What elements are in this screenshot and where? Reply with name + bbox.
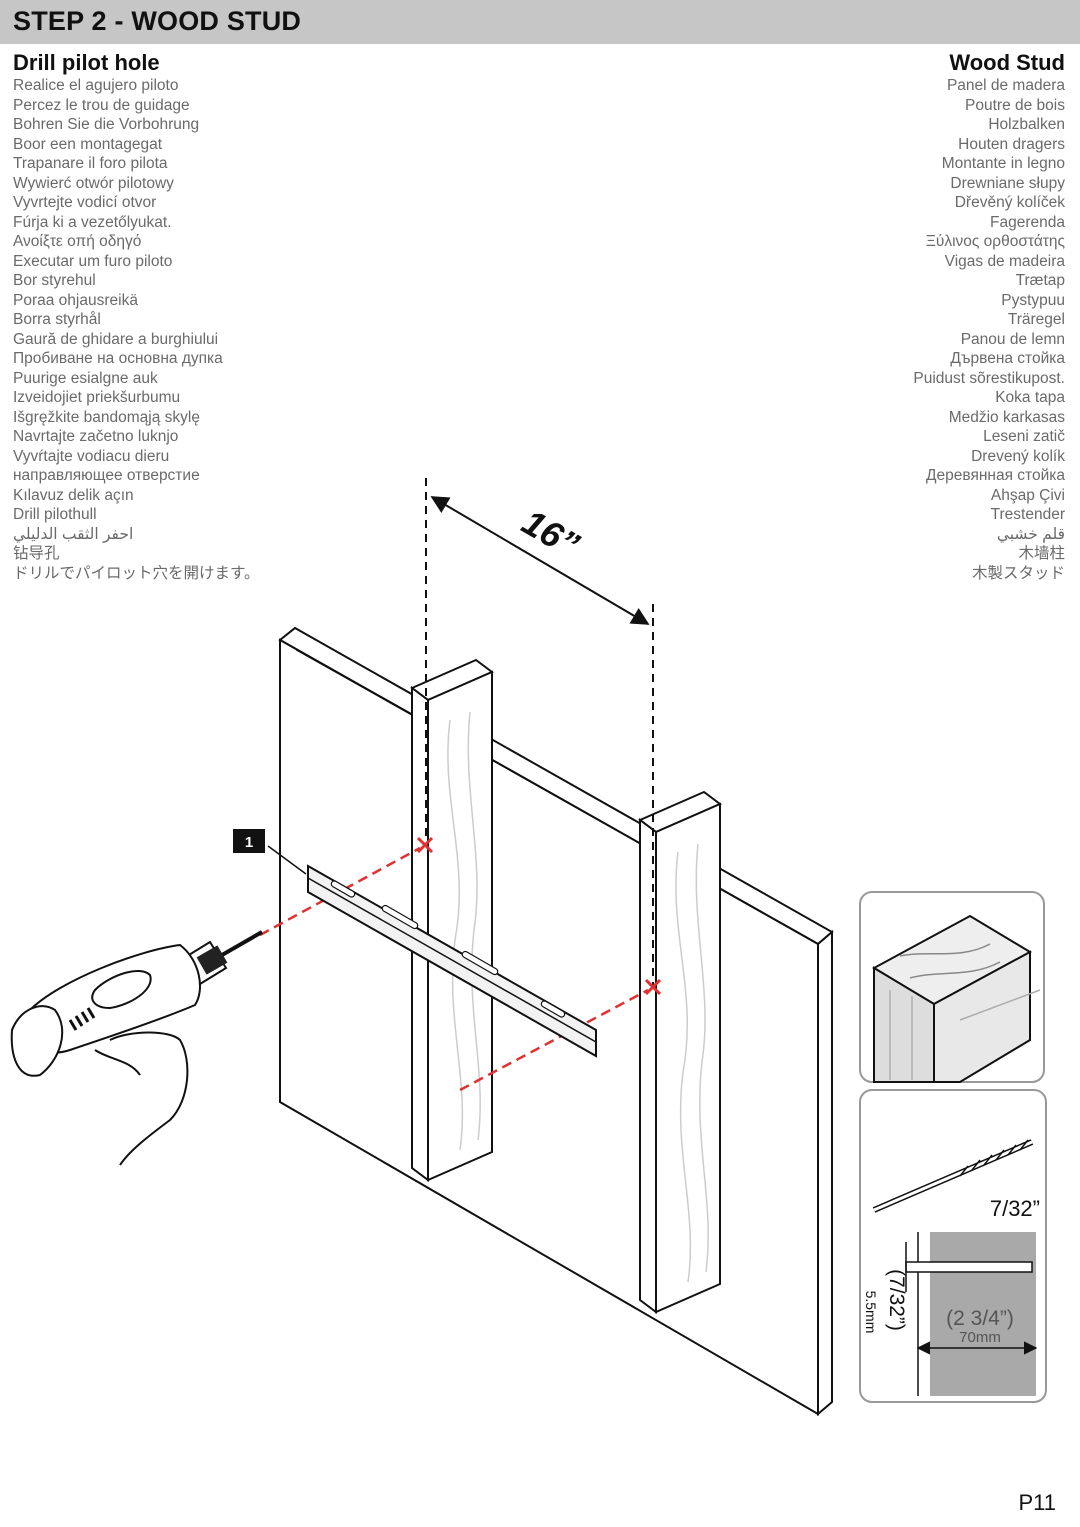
pilot-hole-section bbox=[905, 1261, 1033, 1273]
wood-stud-translation: Dřevěný kolíček bbox=[954, 194, 1065, 211]
drill-pilot-hole-column: Drill pilot hole Realice el agujero pilo… bbox=[13, 49, 473, 583]
drill-pilot-hole-translation: احفر الثقب الدليلي bbox=[13, 525, 134, 543]
drill-pilot-hole-translation: Executar um furo piloto bbox=[13, 252, 173, 270]
drill-pilot-hole-translation: Borra styrhål bbox=[13, 311, 101, 328]
wood-stud-translation: Holzbalken bbox=[988, 116, 1065, 133]
drill-pilot-hole-translation: Išgręžkite bandomąją skylę bbox=[13, 408, 200, 426]
wood-stud-translation: Poutre de bois bbox=[965, 96, 1065, 114]
drill-pilot-hole-translation: Пробиване на основна дупка bbox=[13, 350, 223, 367]
part-callout: 1 bbox=[233, 829, 307, 875]
pilot-hole-marker-left bbox=[416, 836, 434, 854]
drill-pilot-hole-translation: Wywierć otwór pilotowy bbox=[13, 174, 174, 192]
drill-pilot-hole-translation: Realice el agujero piloto bbox=[13, 77, 179, 94]
drill-bit-inset: 7/32” (2 3/4”) 70mm (7/32”) 5.5mm bbox=[859, 1089, 1047, 1403]
page-number: P11 bbox=[1018, 1490, 1056, 1515]
wood-stud-translation: Trætap bbox=[1015, 272, 1065, 289]
installation-diagram: 16” 1 bbox=[0, 470, 1080, 1430]
drill-pilot-hole-translation: Bohren Sie die Vorbohrung bbox=[13, 116, 200, 133]
wood-stud-translation: Panel de madera bbox=[946, 77, 1065, 94]
wood-stud-translation: Ξύλινος ορθοστάτης bbox=[925, 233, 1065, 250]
hole-depth-metric-label: 70mm bbox=[959, 1329, 1001, 1346]
wood-stud-translation: Pystypuu bbox=[1001, 291, 1065, 309]
drill-guide-lines bbox=[259, 836, 662, 1092]
drill-pilot-hole-translation: 钻导孔 bbox=[13, 545, 60, 562]
wood-stud-translation: Puidust sõrestikupost. bbox=[913, 369, 1065, 387]
drill-pilot-hole-translation: Drill pilothull bbox=[13, 506, 97, 523]
wood-stud-translation: 木製スタッド bbox=[971, 564, 1065, 582]
drill-pilot-hole-translation: Fúrja ki a vezetőlyukat. bbox=[13, 213, 172, 231]
wood-stud-translation: Drevený kolík bbox=[971, 447, 1065, 465]
drill-pilot-hole-translation: Puurige esialgne auk bbox=[13, 369, 158, 387]
installation-illustration: 16” 1 bbox=[10, 478, 1047, 1417]
drill-pilot-hole-translation: ドリルでパイロット穴を開けます。 bbox=[13, 564, 260, 582]
wood-stud-translation: Houten dragers bbox=[958, 135, 1065, 153]
drill-bit-icon bbox=[872, 1139, 1034, 1213]
wall-plate-bracket bbox=[307, 864, 597, 1058]
hole-diameter-imperial-label: (7/32”) bbox=[885, 1269, 908, 1331]
drill-pilot-hole-translation: Percez le trou de guidage bbox=[13, 96, 190, 114]
stud-cross-section bbox=[930, 1232, 1036, 1396]
wood-stud-translation: Medžio karkasas bbox=[948, 408, 1065, 426]
wood-stud-translation: Fagerenda bbox=[990, 213, 1065, 231]
hole-diameter-metric-label: 5.5mm bbox=[863, 1291, 879, 1334]
wood-stud-translation: Trestender bbox=[990, 506, 1065, 523]
wood-stud-left bbox=[410, 658, 494, 1182]
drill-pilot-hole-translation: Izveidojiet priekšurbumu bbox=[13, 389, 181, 406]
wood-stud-translation: Ahşap Çivi bbox=[990, 486, 1065, 504]
drill-pilot-hole-translation: Bor styrehul bbox=[13, 272, 96, 289]
drill-pilot-hole-translation: направляющее отверстие bbox=[13, 467, 200, 484]
wood-stud-translation: Drewniane słupy bbox=[950, 174, 1065, 192]
drill-pilot-hole-translation: Boor een montagegat bbox=[13, 135, 163, 153]
pilot-hole-marker-right bbox=[644, 978, 662, 996]
wood-stud-block-icon bbox=[871, 914, 1041, 1083]
stud-spacing-label: 16” bbox=[515, 501, 586, 566]
part-label-box bbox=[233, 829, 265, 853]
step-header-bar: STEP 2 - WOOD STUD bbox=[0, 0, 1080, 44]
drill-pilot-hole-translation: Gaură de ghidare a burghiului bbox=[13, 330, 219, 348]
wood-stud-translation: Koka tapa bbox=[995, 389, 1065, 406]
wood-stud-translation: قلم خشبي bbox=[996, 525, 1065, 543]
drill-bit-size-label: 7/32” bbox=[990, 1196, 1040, 1221]
power-drill-icon bbox=[10, 930, 263, 1166]
drill-pilot-hole-translation: Vyvrtejte vodicí otvor bbox=[13, 194, 157, 211]
drill-pilot-hole-translation: Navrtajte začetno luknjo bbox=[13, 428, 179, 445]
wood-stud-translation: Деревянная стойка bbox=[926, 467, 1065, 484]
wood-stud-right bbox=[638, 790, 722, 1314]
wood-stud-translation: Panou de lemn bbox=[960, 330, 1065, 348]
drill-pilot-hole-translation: Vyvŕtajte vodiacu dieru bbox=[13, 447, 170, 465]
hole-depth-imperial-label: (2 3/4”) bbox=[946, 1307, 1014, 1330]
drill-pilot-hole-translation: Ανοίξτε οπή οδηγό bbox=[13, 233, 142, 250]
step-title: STEP 2 - WOOD STUD bbox=[13, 6, 302, 36]
drill-pilot-hole-translation: Poraa ohjausreikä bbox=[13, 291, 138, 309]
wood-stud-translation: Дървена стойка bbox=[950, 350, 1065, 367]
wood-stud-translation: Träregel bbox=[1007, 311, 1065, 328]
wood-stud-translation: 木墙柱 bbox=[1018, 545, 1065, 562]
wood-stud-inset bbox=[859, 891, 1045, 1083]
part-label-number: 1 bbox=[245, 834, 253, 851]
drill-pilot-hole-heading: Drill pilot hole bbox=[13, 50, 160, 75]
wood-stud-heading: Wood Stud bbox=[949, 50, 1065, 75]
wood-stud-translation: Montante in legno bbox=[941, 155, 1065, 172]
drill-pilot-hole-translation: Trapanare il foro pilota bbox=[13, 155, 168, 172]
drill-pilot-hole-translation: Kılavuz delik açın bbox=[13, 486, 134, 504]
wood-stud-translation: Vigas de madeira bbox=[944, 252, 1065, 270]
wood-stud-translation: Leseni zatič bbox=[983, 428, 1065, 445]
